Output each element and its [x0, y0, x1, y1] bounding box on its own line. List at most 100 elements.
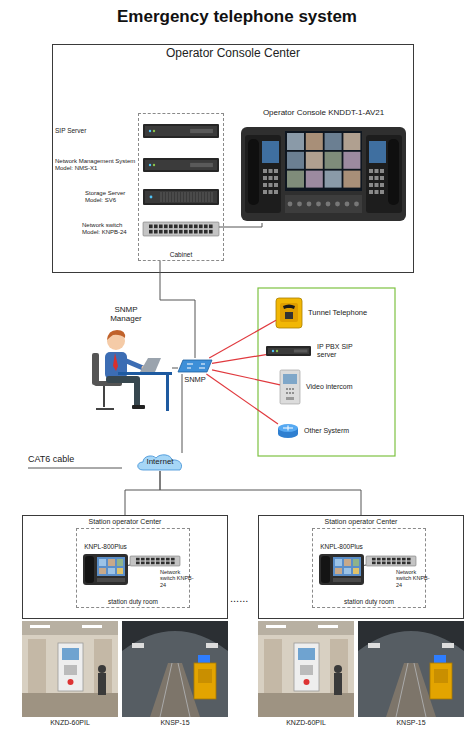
- illustration: [266, 346, 311, 356]
- node-label: IP PBX SIP server: [317, 343, 362, 359]
- illustration-rect: [97, 557, 125, 576]
- illustration-rect: [199, 225, 203, 229]
- illustration-rect: [22, 693, 118, 717]
- illustration-rect: [117, 568, 123, 574]
- illustration-rect: [372, 562, 376, 565]
- node-label: Station operator Center: [23, 518, 227, 526]
- illustration-rect: [353, 559, 359, 566]
- video-intercom: Video intercom: [280, 370, 300, 404]
- illustration-rect: [369, 141, 386, 163]
- illustration-circle: [335, 202, 340, 207]
- illustration-rect: [442, 643, 454, 648]
- storage-server: Storage Server Model: SV6: [143, 189, 219, 205]
- illustration-rect: [204, 230, 208, 234]
- duty-room-frame: station duty room KNPL-800PlusNetwork swi…: [76, 528, 190, 608]
- illustration-rect: [325, 171, 342, 188]
- connector: [209, 320, 276, 358]
- illustration-line: [212, 192, 213, 202]
- illustration-rect: [189, 230, 193, 234]
- connector: [160, 261, 195, 358]
- green-group-box: [258, 288, 395, 456]
- station-center-frame: Station operator Centerstation duty room…: [258, 515, 464, 619]
- illustration-rect: [325, 152, 342, 169]
- illustration-path: [283, 426, 293, 431]
- node-label: KNPL-800Plus: [76, 543, 136, 550]
- illustration-rect: [30, 625, 50, 628]
- node-label: SIP Server: [55, 127, 137, 134]
- illustration-rect: [430, 663, 452, 699]
- illustration-rect: [280, 303, 298, 322]
- illustration-rect: [321, 556, 330, 583]
- illustration-rect: [198, 669, 212, 683]
- illustration-line: [206, 192, 207, 202]
- illustration-rect: [132, 643, 144, 648]
- connector: [128, 565, 130, 566]
- illustration-rect: [335, 559, 342, 566]
- illustration-rect: [375, 169, 379, 173]
- illustration-circle: [153, 130, 155, 132]
- illustration-path: [122, 631, 228, 717]
- node-label: KNSP-15: [122, 719, 228, 727]
- illustration: [358, 621, 464, 717]
- illustration-rect: [258, 621, 354, 635]
- illustration-rect: [145, 160, 217, 170]
- illustration-rect: [189, 225, 193, 229]
- illustration-rect: [263, 183, 267, 187]
- illustration-rect: [136, 562, 140, 565]
- illustration-rect: [82, 625, 102, 628]
- illustration-circle: [345, 202, 350, 207]
- illustration-rect: [151, 562, 155, 565]
- illustration: [278, 424, 298, 438]
- illustration-circle: [272, 350, 274, 352]
- node-label: Network Management System Model: NMS-X1: [55, 158, 137, 172]
- illustration-rect: [149, 230, 153, 234]
- node-label: Network switch Model: KNPB-24: [82, 222, 137, 236]
- console-center-frame: Operator Console CenterCabinetSIP Server…: [52, 44, 414, 273]
- illustration: [143, 158, 219, 172]
- illustration-rect: [287, 133, 304, 150]
- illustration-rect: [169, 225, 173, 229]
- connector: [172, 368, 178, 369]
- illustration-rect: [380, 169, 384, 173]
- illustration-rect: [263, 176, 267, 180]
- illustration-rect: [141, 558, 145, 561]
- illustration-line: [203, 192, 204, 202]
- station-switch: Network switch KNPB-24: [130, 556, 180, 566]
- illustration-rect: [98, 673, 106, 695]
- illustration-rect: [108, 559, 115, 566]
- illustration-rect: [397, 562, 401, 565]
- illustration-line: [185, 192, 186, 202]
- illustration-rect: [388, 139, 399, 205]
- connector: [206, 374, 278, 424]
- node-label: Tunnel Telephone: [308, 309, 390, 318]
- illustration-rect: [154, 230, 158, 234]
- illustration-rect: [334, 673, 342, 695]
- station-center-frame: Station operator Center station duty room…: [22, 515, 228, 619]
- connector: [212, 370, 280, 385]
- illustration-rect: [97, 578, 125, 582]
- node-label: Cabinet: [139, 251, 223, 258]
- illustration-rect: [149, 225, 153, 229]
- illustration-rect: [64, 665, 77, 675]
- illustration-rect: [143, 222, 219, 236]
- illustration-circle: [292, 388, 294, 390]
- snmp-switch: SNMP: [178, 358, 212, 374]
- illustration-rect: [143, 189, 219, 205]
- illustration-rect: [146, 558, 150, 561]
- help-point-photo: KNZD-60PIL: [22, 621, 118, 717]
- illustration-circle: [98, 665, 106, 673]
- illustration-circle: [292, 392, 294, 394]
- illustration-path: [178, 360, 212, 372]
- node-label: station duty room: [77, 598, 189, 605]
- illustration-circle: [149, 130, 151, 132]
- illustration-rect: [343, 152, 360, 169]
- illustration-rect: [164, 230, 168, 234]
- illustration-line: [176, 192, 177, 202]
- illustration-rect: [194, 225, 198, 229]
- illustration-rect: [280, 370, 300, 404]
- illustration-rect: [179, 225, 183, 229]
- illustration-line: [182, 192, 183, 202]
- illustration: [143, 189, 219, 205]
- illustration-rect: [166, 375, 169, 411]
